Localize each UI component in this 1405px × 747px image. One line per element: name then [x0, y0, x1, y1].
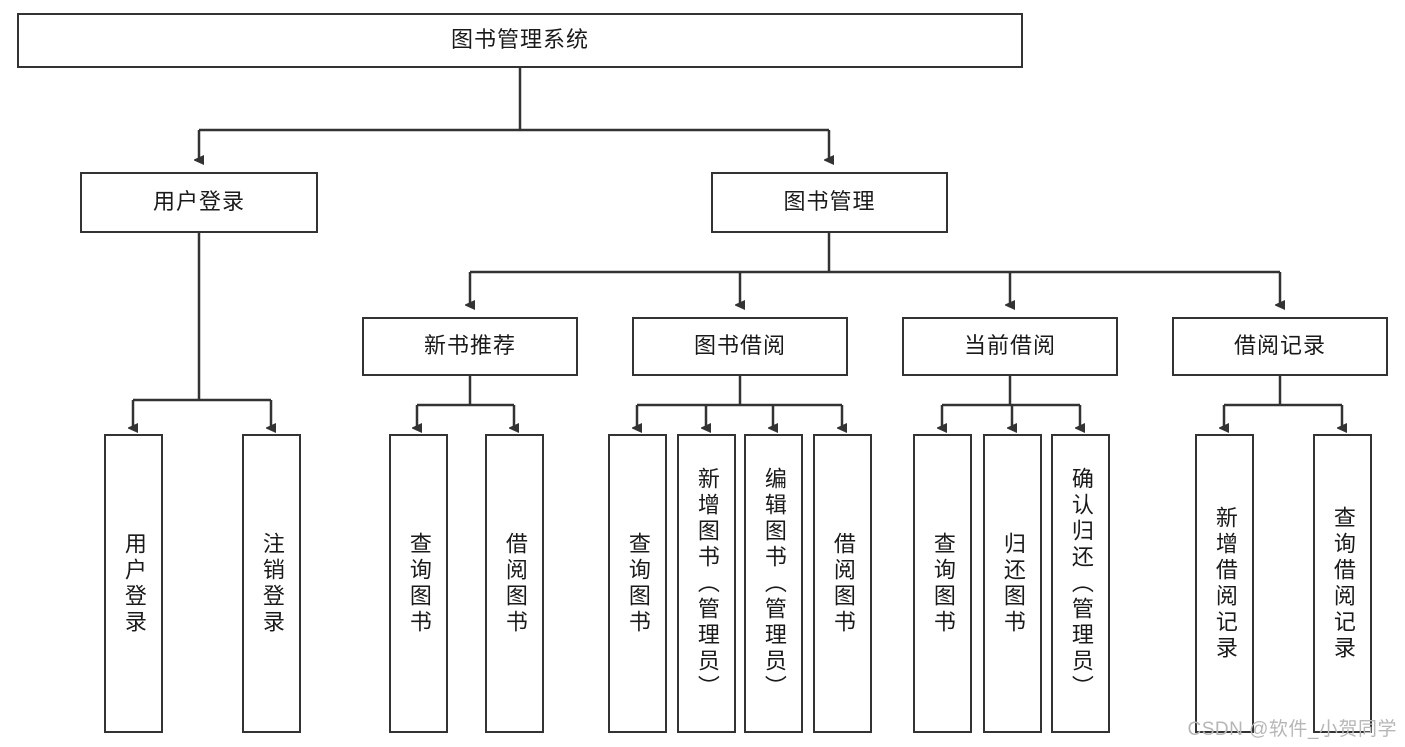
node-root-book-management-system[interactable]: 图书管理系统: [17, 13, 1023, 68]
leaf-label: 借阅图书: [830, 531, 856, 636]
node-book-management[interactable]: 图书管理: [711, 172, 948, 233]
node-label: 当前借阅: [963, 333, 1056, 359]
node-label: 新书推荐: [423, 333, 516, 359]
leaf-label: 借阅图书: [502, 531, 528, 636]
leaf-label: 查询图书: [625, 531, 651, 636]
leaf-new-book-borrow-book[interactable]: 借阅图书: [485, 434, 544, 733]
leaf-label: 查询借阅记录: [1330, 505, 1356, 662]
leaf-current-borrow-confirm-return-admin[interactable]: 确认归还（管理员）: [1051, 434, 1110, 733]
node-current-borrow[interactable]: 当前借阅: [902, 317, 1118, 376]
leaf-label: 查询图书: [930, 531, 956, 636]
node-label: 图书管理: [783, 189, 876, 215]
node-label: 图书借阅: [693, 333, 786, 359]
leaf-book-borrow-query-book[interactable]: 查询图书: [608, 434, 667, 733]
node-new-book-recommend[interactable]: 新书推荐: [362, 317, 578, 376]
node-borrow-record[interactable]: 借阅记录: [1172, 317, 1388, 376]
leaf-current-borrow-return-book[interactable]: 归还图书: [983, 434, 1042, 733]
leaf-label: 用户登录: [121, 531, 147, 636]
node-label: 图书管理系统: [450, 27, 589, 53]
leaf-book-borrow-edit-book-admin[interactable]: 编辑图书（管理员）: [744, 434, 803, 733]
node-user-login[interactable]: 用户登录: [80, 172, 318, 233]
csdn-watermark: CSDN @软件_小贺同学: [1187, 719, 1397, 740]
node-book-borrow[interactable]: 图书借阅: [632, 317, 848, 376]
leaf-borrow-record-query-record[interactable]: 查询借阅记录: [1313, 434, 1372, 733]
leaf-label: 新增图书（管理员）: [694, 466, 720, 701]
leaf-label: 查询图书: [406, 531, 432, 636]
leaf-label: 新增借阅记录: [1212, 505, 1238, 662]
leaf-borrow-record-add-record[interactable]: 新增借阅记录: [1195, 434, 1254, 733]
leaf-user-login-login[interactable]: 用户登录: [104, 434, 163, 733]
leaf-current-borrow-query-book[interactable]: 查询图书: [913, 434, 972, 733]
leaf-book-borrow-borrow-book[interactable]: 借阅图书: [813, 434, 872, 733]
node-label: 用户登录: [152, 189, 245, 215]
leaf-label: 确认归还（管理员）: [1068, 466, 1094, 701]
leaf-new-book-query-book[interactable]: 查询图书: [389, 434, 448, 733]
leaf-user-login-logout[interactable]: 注销登录: [242, 434, 301, 733]
leaf-label: 归还图书: [1000, 531, 1026, 636]
leaf-label: 注销登录: [259, 531, 285, 636]
node-label: 借阅记录: [1233, 333, 1326, 359]
leaf-label: 编辑图书（管理员）: [761, 466, 787, 701]
leaf-book-borrow-add-book-admin[interactable]: 新增图书（管理员）: [677, 434, 736, 733]
